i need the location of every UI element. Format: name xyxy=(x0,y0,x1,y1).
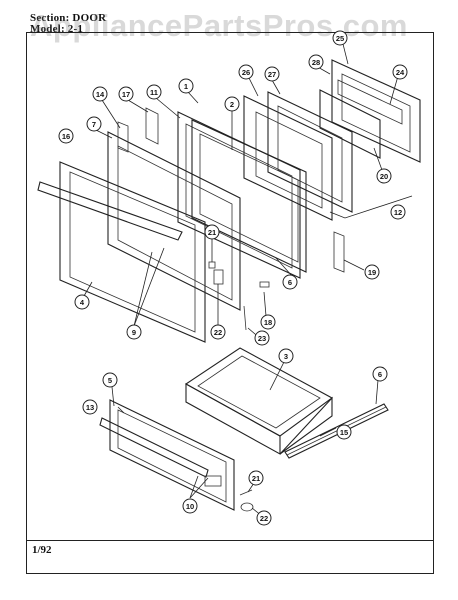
glass-retainer xyxy=(117,107,159,153)
callout-7: 7 xyxy=(86,116,102,132)
callout-23: 23 xyxy=(254,330,270,346)
callout-25: 25 xyxy=(332,30,348,46)
callout-27: 27 xyxy=(264,66,280,82)
callout-number: 9 xyxy=(132,328,136,337)
callout-layer: 1234566791011121314151617181920212122222… xyxy=(58,30,408,526)
callout-number: 22 xyxy=(260,514,268,523)
callout-6: 6 xyxy=(282,274,298,290)
callout-number: 2 xyxy=(230,100,234,109)
callout-1: 1 xyxy=(178,78,194,94)
callout-5: 5 xyxy=(102,372,118,388)
callout-number: 16 xyxy=(62,132,70,141)
callout-28: 28 xyxy=(308,54,324,70)
callout-number: 17 xyxy=(122,90,130,99)
callout-number: 7 xyxy=(92,120,96,129)
callout-18: 18 xyxy=(260,314,276,330)
door-outer-frame xyxy=(37,161,206,343)
drawer-front-panel xyxy=(99,399,235,511)
section-label: Section: DOOR xyxy=(30,12,107,24)
callout-number: 20 xyxy=(380,172,388,181)
callout-13: 13 xyxy=(82,399,98,415)
callout-21: 21 xyxy=(248,470,264,486)
callout-number: 1 xyxy=(184,82,188,91)
drawer-box xyxy=(184,347,334,455)
rear-door-panel xyxy=(319,59,421,163)
callout-number: 5 xyxy=(108,376,112,385)
callout-12: 12 xyxy=(390,204,406,220)
callout-number: 19 xyxy=(368,268,376,277)
callout-21: 21 xyxy=(204,224,220,240)
callout-14: 14 xyxy=(92,86,108,102)
callout-26: 26 xyxy=(238,64,254,80)
callout-11: 11 xyxy=(146,84,162,100)
footer-divider xyxy=(26,540,434,541)
callout-number: 18 xyxy=(264,318,272,327)
callout-number: 22 xyxy=(214,328,222,337)
door-liner xyxy=(243,91,353,221)
door-glass-panel xyxy=(107,131,241,311)
callout-number: 6 xyxy=(378,370,382,379)
callout-19: 19 xyxy=(364,264,380,280)
diagram-frame xyxy=(26,32,434,574)
callout-number: 21 xyxy=(252,474,260,483)
callout-10: 10 xyxy=(182,498,198,514)
callout-number: 13 xyxy=(86,403,94,412)
callout-16: 16 xyxy=(58,128,74,144)
callout-number: 4 xyxy=(80,298,85,307)
callout-3: 3 xyxy=(278,348,294,364)
drawer-hardware xyxy=(239,489,254,512)
callout-6: 6 xyxy=(372,366,388,382)
callout-number: 21 xyxy=(208,228,216,237)
revision-date: 1/92 xyxy=(32,544,52,556)
callout-number: 10 xyxy=(186,502,194,511)
drawer-slide-rail xyxy=(284,403,389,459)
callout-number: 14 xyxy=(96,90,105,99)
callout-number: 25 xyxy=(336,34,344,43)
callout-number: 12 xyxy=(394,208,402,217)
callout-number: 28 xyxy=(312,58,320,67)
callout-number: 3 xyxy=(284,352,288,361)
callout-24: 24 xyxy=(392,64,408,80)
callout-2: 2 xyxy=(224,96,240,112)
inner-door-panel xyxy=(177,111,307,279)
callout-number: 15 xyxy=(340,428,348,437)
leader-lines xyxy=(83,39,399,517)
callout-4: 4 xyxy=(74,294,90,310)
callout-9: 9 xyxy=(126,324,142,340)
callout-number: 27 xyxy=(268,70,276,79)
callout-15: 15 xyxy=(336,424,352,440)
callout-22: 22 xyxy=(210,324,226,340)
callout-17: 17 xyxy=(118,86,134,102)
callout-22: 22 xyxy=(256,510,272,526)
callout-number: 26 xyxy=(242,68,250,77)
door-bracket xyxy=(333,231,345,273)
callout-number: 24 xyxy=(396,68,405,77)
callout-number: 23 xyxy=(258,334,266,343)
callout-20: 20 xyxy=(376,168,392,184)
callout-number: 6 xyxy=(288,278,292,287)
callout-number: 11 xyxy=(150,88,158,97)
